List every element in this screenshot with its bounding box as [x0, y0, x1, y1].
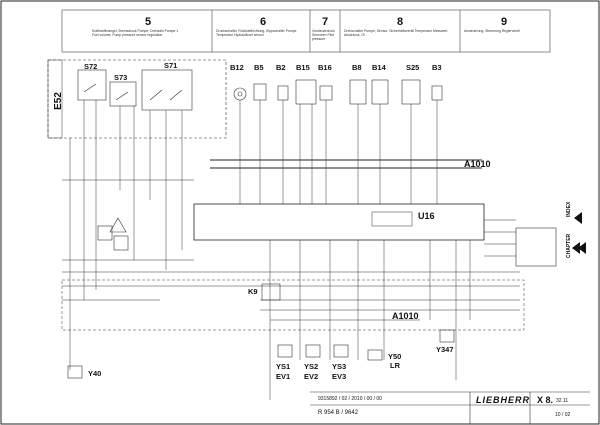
label-a1010-top: A1010	[464, 159, 491, 169]
e52-tag-box	[47, 59, 63, 139]
s71-switch	[141, 69, 193, 111]
label-ys3: YS3	[332, 362, 347, 371]
title-ref: 9315892 / 02 / 2010 / 00 / 00	[318, 396, 382, 402]
horizontal-wires	[62, 179, 520, 321]
nav-arrows	[572, 212, 586, 254]
label-a1010-mid: A1010	[392, 311, 419, 321]
col-7-number: 7	[321, 16, 329, 28]
s72-switch	[77, 69, 107, 101]
right-connector-box	[515, 227, 557, 267]
u16-label-box	[371, 211, 413, 227]
col-8-description: Drehschalter Pumpe, Sensor, Sicherheitsv…	[344, 29, 448, 37]
col-5-number: 5	[144, 16, 152, 28]
label-b8: B8	[352, 63, 362, 72]
label-ev1: EV1	[276, 372, 291, 381]
col-9-number: 9	[500, 16, 508, 28]
header-band	[61, 9, 551, 53]
sheet-sub-number: 32.11	[556, 398, 569, 404]
label-ev3: EV3	[332, 372, 347, 381]
label-s72: S72	[84, 62, 98, 71]
page-number: 10 / 02	[555, 412, 571, 418]
label-b16: B16	[318, 63, 332, 72]
s73-switch	[109, 81, 137, 107]
col-5-description: Kraftstoffmangel, Bremsdruck Pumpe, Dreh…	[92, 29, 179, 37]
label-b3: B3	[432, 63, 442, 72]
label-s25: S25	[406, 63, 420, 72]
label-e52: E52	[52, 92, 64, 110]
col-9-description: Ansteuerung, Steuerung Reglerventil	[464, 29, 520, 33]
warning-symbols	[97, 217, 129, 251]
col-6-description: Druckschalter, Rückstellrichtung, Kippsc…	[216, 29, 297, 37]
label-k9: K9	[248, 287, 258, 296]
label-b2: B2	[276, 63, 286, 72]
label-u16: U16	[418, 211, 435, 221]
bus-a1010-top	[210, 159, 482, 169]
label-b14: B14	[372, 63, 386, 72]
label-s73: S73	[114, 73, 128, 82]
e52-enclosure	[47, 59, 227, 139]
label-y40: Y40	[88, 369, 102, 378]
label-b5: B5	[254, 63, 264, 72]
title-doc-code: R 954 B / 9642	[318, 410, 359, 416]
label-ys2: YS2	[304, 362, 319, 371]
lower-dashed-enclosure	[61, 279, 525, 331]
col-7-description: Vorsteuerdruck Sensoren Pilot pressure	[312, 29, 335, 41]
label-ev2: EV2	[304, 372, 319, 381]
label-lr: LR	[390, 361, 400, 370]
sheet-number: X 8.	[537, 395, 554, 405]
brand-logo: LIEBHERR	[476, 395, 531, 405]
sensor-symbols	[233, 79, 443, 105]
u16-module	[193, 203, 485, 241]
title-block	[310, 391, 590, 424]
valve-coils	[67, 329, 455, 379]
label-b15: B15	[296, 63, 310, 72]
label-y50: Y50	[388, 352, 402, 361]
vertical-wires	[69, 100, 471, 400]
label-y347: Y347	[436, 345, 454, 354]
chapter-tab[interactable]: CHAPTER	[566, 233, 572, 259]
header-column-dividers	[211, 10, 461, 52]
label-b12: B12	[230, 63, 244, 72]
col-8-number: 8	[396, 16, 404, 28]
index-tab[interactable]: INDEX	[566, 201, 572, 217]
label-ys1: YS1	[276, 362, 291, 371]
col-6-number: 6	[259, 16, 267, 28]
label-s71: S71	[164, 61, 178, 70]
k9-relay	[261, 283, 281, 301]
